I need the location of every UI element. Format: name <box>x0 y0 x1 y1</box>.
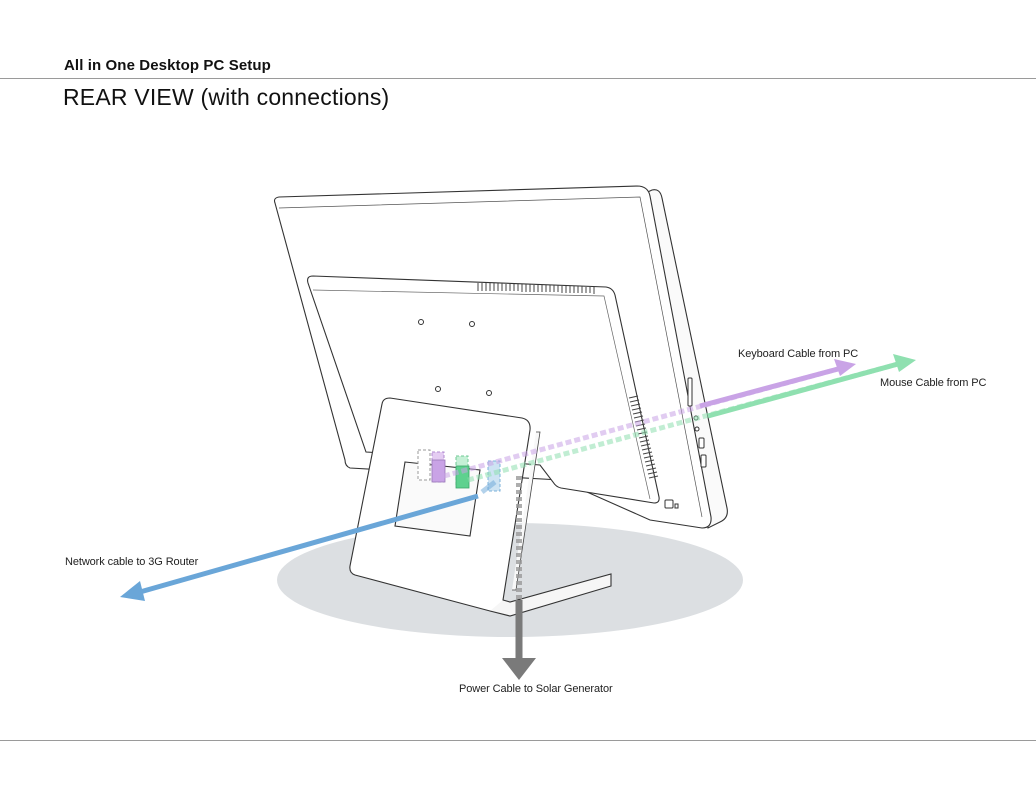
mouse-cable-label: Mouse Cable from PC <box>880 377 987 389</box>
keyboard-port <box>431 459 446 483</box>
header-divider <box>0 78 1036 79</box>
network-cable-arrow <box>120 480 497 601</box>
power-cable-arrow <box>502 476 536 680</box>
page-header-title: All in One Desktop PC Setup <box>64 57 271 74</box>
vesa-screw-holes <box>418 319 492 396</box>
keyboard-cable-arrow <box>443 359 856 479</box>
footer-divider <box>0 740 1036 741</box>
keyboard-cable-label: Keyboard Cable from PC <box>738 348 859 360</box>
vent-grille-side <box>628 395 659 479</box>
view-title: REAR VIEW (with connections) <box>63 84 390 110</box>
mouse-cable-arrow <box>467 354 916 483</box>
power-cable-label: Power Cable to Solar Generator <box>459 683 613 695</box>
network-cable-label: Network cable to 3G Router <box>65 556 199 568</box>
vent-grille-top <box>477 283 595 294</box>
